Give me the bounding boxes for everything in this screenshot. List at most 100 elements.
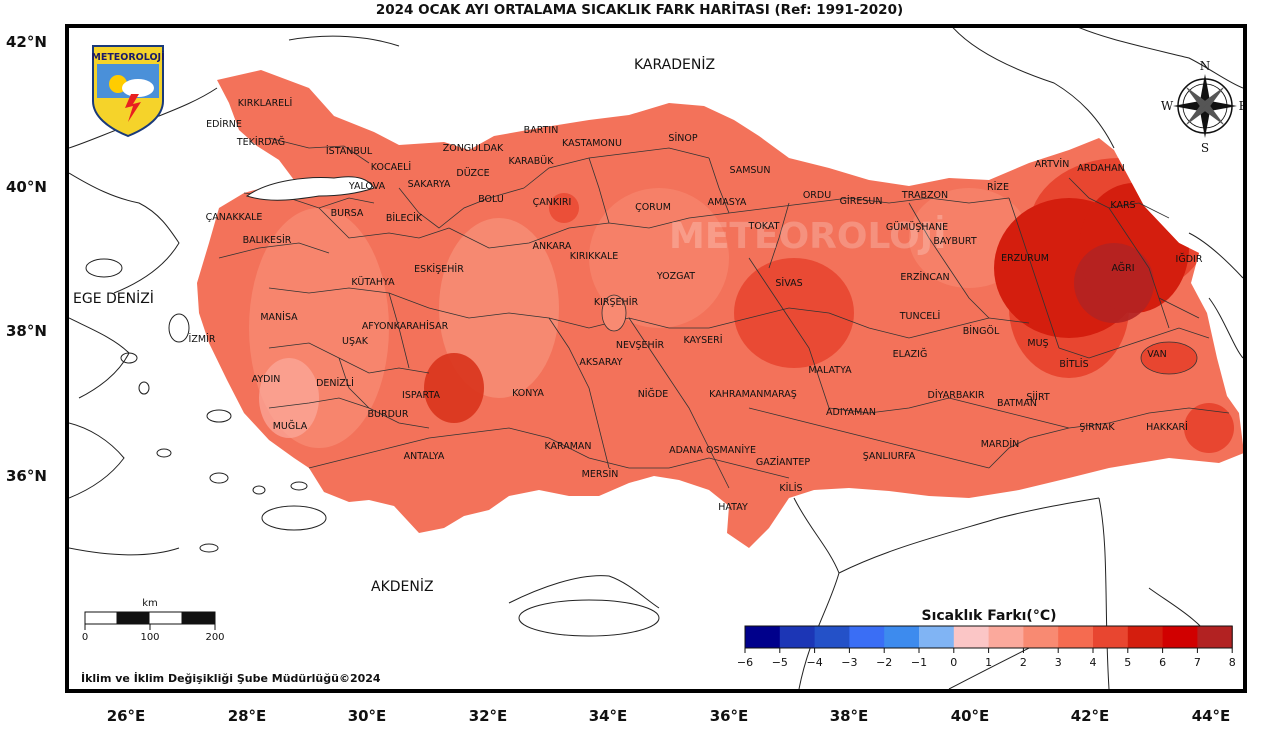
- province-label: SİVAS: [775, 278, 802, 289]
- compass-n: N: [1200, 59, 1211, 73]
- province-label: AMASYA: [708, 197, 747, 208]
- province-label: KIRIKKALE: [570, 251, 619, 262]
- legend-tick-label: 4: [1090, 656, 1097, 669]
- province-label: BİTLİS: [1059, 359, 1088, 370]
- turkey-landmass: [197, 70, 1243, 548]
- province-label: HATAY: [718, 502, 748, 513]
- lon-label-28: 28°E: [227, 707, 267, 725]
- meteoroloji-logo: METEOROLOJİ: [91, 45, 165, 138]
- compass-rose-icon: N S E W: [1161, 59, 1243, 155]
- province-label: IĞDIR: [1176, 253, 1203, 265]
- scale-bar: km 0 100 200: [82, 598, 225, 643]
- legend-tick-label: −2: [876, 656, 892, 669]
- province-label: KASTAMONU: [562, 138, 622, 149]
- lat-label-42: 42°N: [6, 33, 47, 51]
- province-label: BAYBURT: [933, 236, 976, 247]
- province-label: KAYSERİ: [683, 335, 722, 346]
- province-label: ANKARA: [533, 241, 572, 252]
- legend-swatch: [953, 626, 990, 648]
- province-label: GÜMÜŞHANE: [886, 222, 948, 233]
- province-label: İZMİR: [189, 334, 216, 345]
- legend-swatches: [744, 625, 1233, 649]
- province-label: AKSARAY: [579, 357, 622, 368]
- province-label: NİĞDE: [638, 388, 669, 400]
- legend-swatch: [1162, 626, 1198, 648]
- province-label: BARTIN: [524, 125, 559, 136]
- province-label: HAKKARİ: [1146, 422, 1188, 433]
- province-label: GAZİANTEP: [756, 457, 811, 468]
- province-label: DÜZCE: [456, 168, 489, 179]
- legend-swatch: [919, 626, 955, 648]
- province-label: BURDUR: [368, 409, 409, 420]
- lon-label-26: 26°E: [106, 707, 146, 725]
- province-label: ÇANAKKALE: [206, 212, 263, 223]
- scale-tick: 200: [205, 632, 224, 643]
- watermark-text: METEOROLOJİ: [669, 215, 947, 257]
- province-label: ANTALYA: [404, 451, 445, 462]
- marmara-sea: [245, 176, 375, 201]
- province-label: NEVŞEHİR: [616, 340, 665, 351]
- legend-tick-label: −6: [737, 656, 753, 669]
- province-label: SİİRT: [1026, 392, 1050, 403]
- province-label: ZONGULDAK: [443, 143, 504, 154]
- province-label: MUĞLA: [273, 420, 308, 432]
- credit-text: İklim ve İklim Değişikliği Şube Müdürlüğ…: [81, 671, 381, 685]
- legend-swatch: [779, 626, 816, 648]
- map-title: 2024 OCAK AYI ORTALAMA SICAKLIK FARK HAR…: [375, 2, 904, 18]
- province-label: ELAZIĞ: [893, 348, 928, 360]
- legend-swatch: [1093, 626, 1129, 648]
- lon-label-38: 38°E: [829, 707, 869, 725]
- map-canvas: METEOROLOJİ KIRKLARELİEDİRNETEKİRDAĞİSTA…: [69, 28, 1243, 689]
- province-label: TEKİRDAĞ: [236, 136, 285, 148]
- province-label: MARDİN: [981, 439, 1020, 450]
- province-label: KIRŞEHİR: [594, 297, 639, 308]
- lake-van: [1140, 341, 1198, 375]
- province-label: KONYA: [512, 388, 544, 399]
- legend-tick-label: 2: [1020, 656, 1027, 669]
- province-label: DENİZLİ: [316, 378, 354, 389]
- legend-swatch: [1023, 626, 1059, 648]
- province-label: MALATYA: [808, 365, 852, 376]
- province-label: ADANA: [669, 445, 703, 456]
- legend-title: Sıcaklık Farkı(°C): [922, 608, 1057, 624]
- province-label: OSMANİYE: [706, 445, 756, 456]
- province-label: ORDU: [803, 190, 831, 201]
- province-label: GİRESUN: [840, 196, 883, 207]
- province-label: KARS: [1110, 200, 1135, 211]
- legend-swatch: [988, 626, 1024, 648]
- province-label: BİNGÖL: [963, 326, 1000, 337]
- province-label: TUNCELİ: [899, 311, 941, 322]
- legend-tick-label: −4: [806, 656, 822, 669]
- province-label: AFYONKARAHİSAR: [362, 321, 449, 332]
- province-label: MUŞ: [1027, 338, 1048, 349]
- province-label: AYDIN: [252, 374, 281, 385]
- province-label: DİYARBAKIR: [928, 390, 985, 401]
- sea-label-ege: EGE DENİZİ: [73, 289, 154, 307]
- legend-swatch: [884, 626, 920, 648]
- province-label: ÇANKIRI: [533, 197, 572, 208]
- legend-swatch: [745, 626, 781, 648]
- province-label: KOCAELİ: [371, 162, 411, 173]
- province-label: ERZURUM: [1001, 253, 1049, 264]
- lon-label-30: 30°E: [347, 707, 387, 725]
- lon-label-42: 42°E: [1070, 707, 1110, 725]
- lon-label-32: 32°E: [468, 707, 508, 725]
- province-label: AĞRI: [1111, 262, 1134, 274]
- province-label: SAMSUN: [730, 165, 771, 176]
- province-label: TOKAT: [748, 221, 780, 232]
- islands: [85, 258, 660, 637]
- province-label: TRABZON: [901, 190, 948, 201]
- province-label: UŞAK: [342, 336, 369, 347]
- compass-s: S: [1201, 141, 1209, 155]
- lat-label-38: 38°N: [6, 322, 47, 340]
- province-label: BİLECİK: [386, 213, 423, 224]
- province-label: VAN: [1147, 349, 1167, 360]
- province-label: KİLİS: [779, 483, 802, 494]
- province-label: ŞANLIURFA: [863, 451, 916, 462]
- province-label: ERZİNCAN: [900, 272, 949, 283]
- legend-swatch: [1058, 626, 1094, 648]
- province-label: ESKİŞEHİR: [414, 264, 464, 275]
